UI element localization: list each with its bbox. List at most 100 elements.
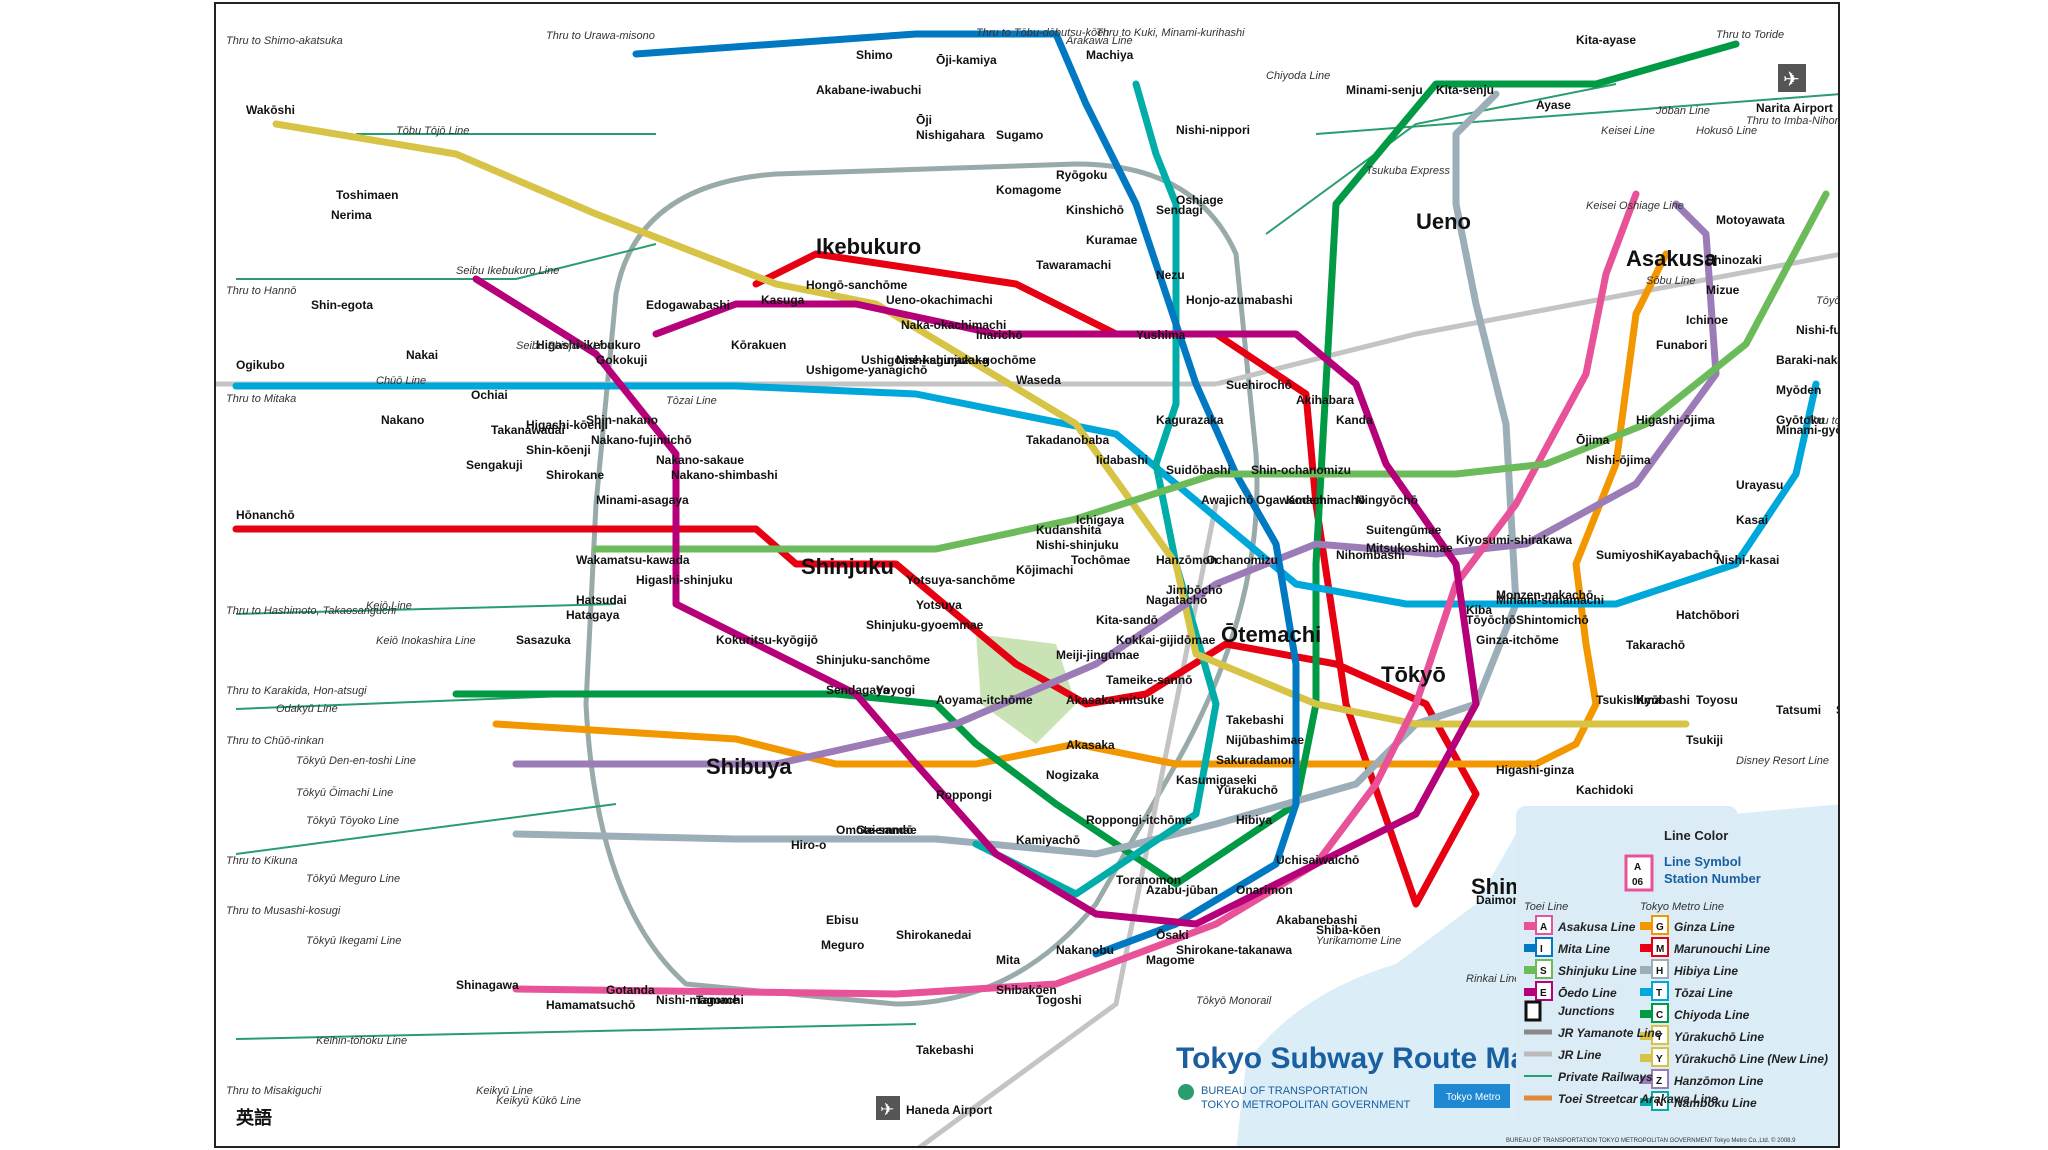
station-label[interactable]: Nishigahara — [916, 128, 985, 142]
station-label-shibuya[interactable]: Shibuya — [706, 754, 792, 779]
station-label[interactable]: Ginza-itchōme — [1476, 633, 1559, 647]
station-label[interactable]: Nakano-sakaue — [656, 453, 744, 467]
station-label[interactable]: Tameike-sannō — [1106, 673, 1192, 687]
station-label[interactable]: Kasuga — [761, 293, 805, 307]
station-label[interactable]: Shin-ochanomizu — [1251, 463, 1351, 477]
station-label[interactable]: Suitengūmae — [1366, 523, 1442, 537]
station-label-shinjuku[interactable]: Shinjuku — [801, 554, 894, 579]
station-label[interactable]: Funabori — [1656, 338, 1707, 352]
station-label[interactable]: Minami-asagaya — [596, 493, 689, 507]
station-label[interactable]: Magome — [1146, 953, 1195, 967]
station-label[interactable]: Shin-kiba — [1836, 703, 1840, 717]
station-label[interactable]: Kinshichō — [1066, 203, 1124, 217]
station-label[interactable]: Ningyōchō — [1356, 493, 1418, 507]
station-label[interactable]: Sakuradamon — [1216, 753, 1295, 767]
station-label[interactable]: Motoyawata — [1716, 213, 1785, 227]
station-label[interactable]: Meiji-jingūmae — [1056, 648, 1140, 662]
station-label[interactable]: Nakano-shimbashi — [671, 468, 778, 482]
station-label[interactable]: Nishi-shinjuku — [1036, 538, 1119, 552]
station-label[interactable]: Ōji — [916, 113, 932, 127]
station-label[interactable]: Shirokane — [546, 468, 604, 482]
station-label[interactable]: Nogizaka — [1046, 768, 1099, 782]
station-label[interactable]: Kōjimachi — [1016, 563, 1073, 577]
station-label[interactable]: Kasai — [1736, 513, 1768, 527]
station-label[interactable]: Mizue — [1706, 283, 1740, 297]
station-label[interactable]: Takanawadai — [491, 423, 565, 437]
station-label[interactable]: Shinozaki — [1706, 253, 1762, 267]
station-label[interactable]: Suidōbashi — [1166, 463, 1231, 477]
station-label[interactable]: Awajichō — [1201, 493, 1253, 507]
station-label[interactable]: Waseda — [1016, 373, 1061, 387]
station-label[interactable]: Akasaka — [1066, 738, 1115, 752]
station-label[interactable]: Meguro — [821, 938, 864, 952]
station-label[interactable]: Akasaka-mitsuke — [1066, 693, 1164, 707]
haneda-airport[interactable]: ✈ Haneda Airport — [876, 1096, 992, 1120]
station-label-ikebukuro[interactable]: Ikebukuro — [816, 234, 921, 259]
station-label[interactable]: Komagome — [996, 183, 1062, 197]
station-label[interactable]: Roppongi — [936, 788, 992, 802]
station-label[interactable]: Hiro-o — [791, 838, 826, 852]
station-label[interactable]: Higashi-ōjima — [1636, 413, 1715, 427]
station-label[interactable]: Ōsaki — [1156, 928, 1189, 942]
station-label[interactable]: Nishi-ōjima — [1586, 453, 1651, 467]
station-label[interactable]: Kayabachō — [1656, 548, 1720, 562]
station-label[interactable]: Toyosu — [1696, 693, 1738, 707]
station-label[interactable]: Shin-egota — [311, 298, 373, 312]
station-label[interactable]: Sendagi — [1156, 203, 1203, 217]
station-label[interactable]: Kachidoki — [1576, 783, 1633, 797]
station-label[interactable]: Azabu-jūban — [1146, 883, 1218, 897]
station-label[interactable]: Takebashi — [1226, 713, 1284, 727]
station-label[interactable]: Hōnanchō — [236, 508, 295, 522]
station-label[interactable]: Hanzōmon — [1156, 553, 1217, 567]
station-label[interactable]: Ogawamachi — [1256, 493, 1330, 507]
station-label[interactable]: Wakōshi — [246, 103, 295, 117]
station-label[interactable]: Ryōgoku — [1056, 168, 1107, 182]
station-label[interactable]: Yotsuya-sanchōme — [906, 573, 1015, 587]
station-label[interactable]: Gokokuji — [596, 353, 647, 367]
station-label[interactable]: Honjo-azumabashi — [1186, 293, 1293, 307]
station-label[interactable]: Minami-senju — [1346, 83, 1423, 97]
station-label[interactable]: Hamamatsuchō — [546, 998, 635, 1012]
station-label[interactable]: Ichinoe — [1686, 313, 1728, 327]
station-label[interactable]: Nagatachō — [1146, 593, 1207, 607]
station-label[interactable]: Ōjima — [1576, 433, 1610, 447]
station-label[interactable]: Edogawabashi — [646, 298, 730, 312]
station-label[interactable]: Ayase — [1536, 98, 1571, 112]
station-label[interactable]: Nerima — [331, 208, 372, 222]
station-label[interactable]: Takebashi — [916, 1043, 974, 1057]
station-label[interactable]: Hatagaya — [566, 608, 620, 622]
station-label[interactable]: Toshimaen — [336, 188, 398, 202]
station-label[interactable]: Nakano — [381, 413, 424, 427]
station-label[interactable]: Nishi-shinjuku-gochōme — [896, 353, 1036, 367]
station-label[interactable]: Daimon — [1476, 893, 1520, 907]
station-label[interactable]: Akabanebashi — [1276, 913, 1357, 927]
station-label[interactable]: Kasumigaseki — [1176, 773, 1257, 787]
station-label[interactable]: Tawaramachi — [1036, 258, 1111, 272]
station-label[interactable]: Yushima — [1136, 328, 1186, 342]
station-label[interactable]: Shinjuku-gyoemmae — [866, 618, 984, 632]
station-label[interactable]: Higashi-ginza — [1496, 763, 1574, 777]
station-label[interactable]: Nakai — [406, 348, 438, 362]
station-label[interactable]: Kokuritsu-kyōgijō — [716, 633, 818, 647]
station-label[interactable]: Ōji-kamiya — [936, 53, 997, 67]
station-label[interactable]: Tochōmae — [1071, 553, 1130, 567]
station-label[interactable]: Mita — [996, 953, 1020, 967]
station-label[interactable]: Tsukishima — [1596, 693, 1661, 707]
station-label-ueno[interactable]: Ueno — [1416, 209, 1471, 234]
station-label[interactable]: Kamiyachō — [1016, 833, 1080, 847]
station-label[interactable]: Nishi-funabashi — [1796, 323, 1840, 337]
station-label[interactable]: Sendagaya — [826, 683, 890, 697]
station-label[interactable]: Gaiemmae — [856, 823, 917, 837]
station-label[interactable]: Kiyosumi-shirakawa — [1456, 533, 1572, 547]
station-label-asakusa[interactable]: Asakusa — [1626, 246, 1717, 271]
station-label[interactable]: Tsukiji — [1686, 733, 1723, 747]
station-label[interactable]: Tamachi — [696, 993, 744, 1007]
station-label[interactable]: Nakanobu — [1056, 943, 1114, 957]
station-label[interactable]: Myōden — [1776, 383, 1821, 397]
station-label[interactable]: Shimo — [856, 48, 893, 62]
station-label[interactable]: Togoshi — [1036, 993, 1082, 1007]
station-label[interactable]: Ebisu — [826, 913, 859, 927]
station-label[interactable]: Nihombashi — [1336, 548, 1405, 562]
station-label[interactable]: Shin-kōenji — [526, 443, 591, 457]
station-label[interactable]: Onarimon — [1236, 883, 1293, 897]
